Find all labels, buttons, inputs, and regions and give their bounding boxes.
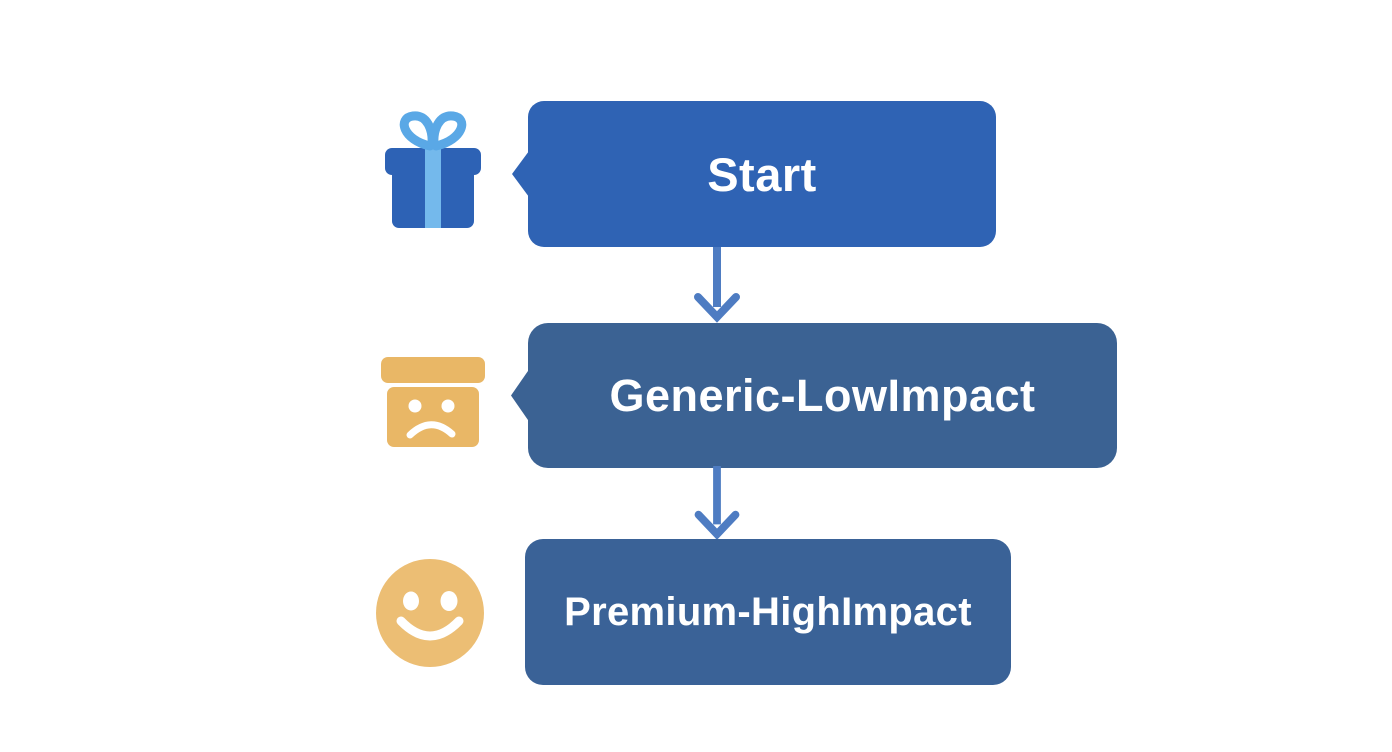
smiley-face-icon bbox=[376, 559, 484, 667]
arrow-generic-to-premium bbox=[694, 466, 740, 540]
node-start-label: Start bbox=[707, 147, 817, 201]
node-generic-lowimpact: Generic-LowImpact bbox=[511, 323, 1117, 468]
node-start: Start bbox=[512, 101, 996, 247]
node-generic-tail bbox=[511, 369, 529, 422]
node-start-tail bbox=[512, 151, 529, 197]
node-premium-highimpact: Premium-HighImpact bbox=[525, 539, 1011, 685]
node-premium-label: Premium-HighImpact bbox=[564, 589, 972, 634]
arrow-start-to-generic bbox=[694, 247, 740, 323]
node-generic-label: Generic-LowImpact bbox=[609, 369, 1036, 421]
gift-icon bbox=[385, 111, 481, 228]
sad-box-icon bbox=[381, 357, 485, 447]
